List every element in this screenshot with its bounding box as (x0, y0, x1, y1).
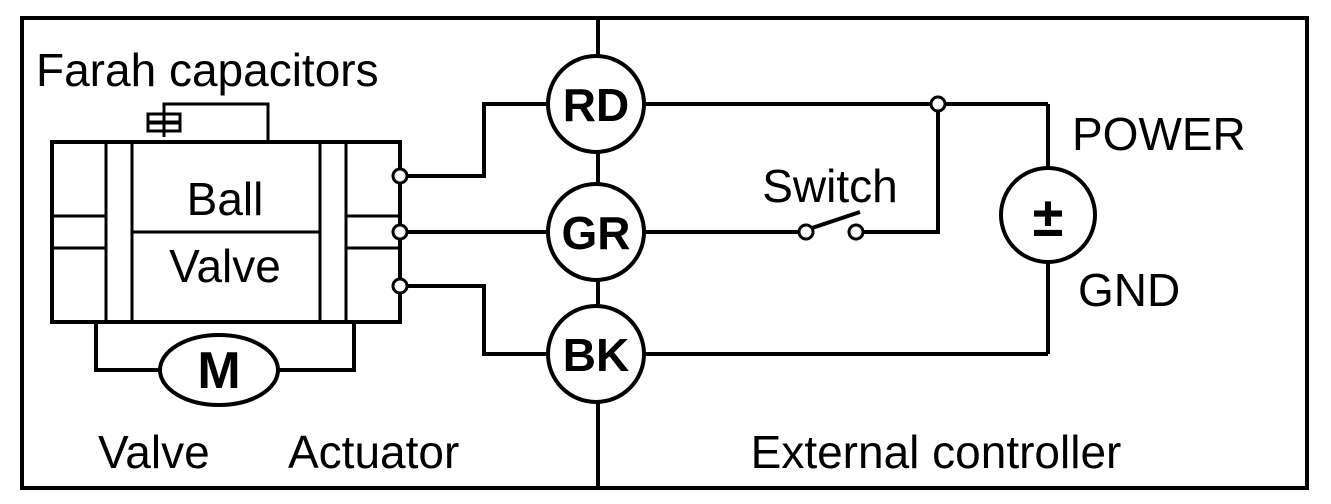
connector-rd (546, 54, 646, 154)
terminal-green (391, 223, 409, 241)
connector-rd-label: RD (563, 79, 629, 131)
terminal-black (391, 277, 409, 295)
actuator-label: Actuator (288, 426, 459, 478)
valve-label: Valve (169, 240, 281, 292)
ball-label: Ball (187, 173, 264, 225)
terminal-red (391, 167, 409, 185)
switch-label: Switch (762, 160, 897, 212)
wire-red-left (407, 102, 548, 178)
ball-valve-body (50, 140, 402, 324)
power-label: POWER (1072, 108, 1246, 160)
motor-symbol (158, 333, 280, 407)
connector-bk-label: BK (563, 329, 629, 381)
external-controller-label: External controller (751, 426, 1122, 478)
valve-bottom-label: Valve (98, 426, 210, 478)
outer-frame (20, 16, 1309, 490)
wire-switch-return (864, 110, 940, 234)
gnd-label: GND (1078, 264, 1180, 316)
motor-loop-wire-right (278, 322, 356, 372)
motor-loop-wire (94, 322, 160, 372)
motor-label: M (197, 342, 240, 400)
power-source-symbol (999, 166, 1097, 264)
capacitor-lead (162, 102, 270, 142)
connector-gr (546, 182, 646, 282)
capacitors-label: Farah capacitors (36, 44, 379, 96)
connector-gr-label: GR (562, 207, 631, 259)
connector-bk (546, 304, 646, 404)
wire-black-left (407, 284, 548, 356)
power-symbol-label: ± (1033, 185, 1064, 248)
junction-node (929, 95, 947, 113)
switch-icon (797, 210, 865, 241)
